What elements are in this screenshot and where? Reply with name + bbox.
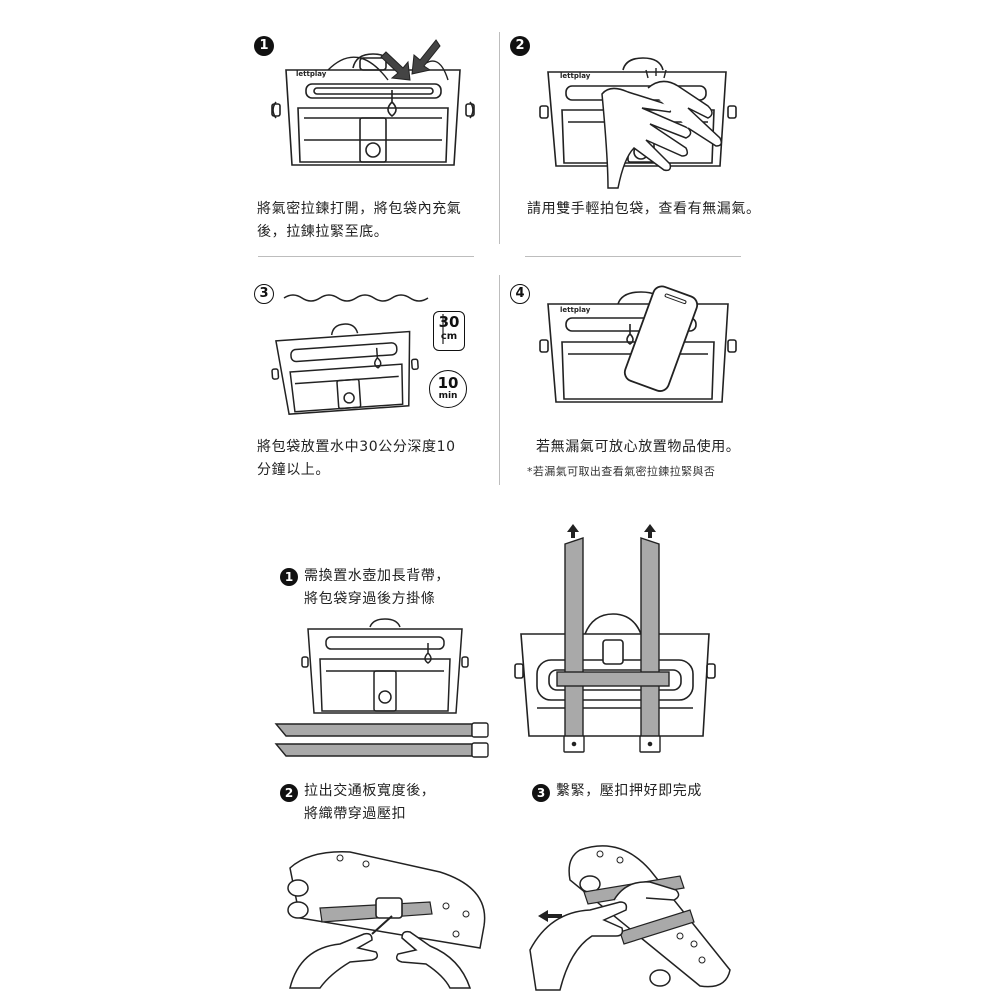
step-1-caption: 將氣密拉鍊打開，將包袋內充氣 後，拉鍊拉緊至底。 [257,198,487,244]
strap-step-3-caption-line-1: 繫緊，壓扣押好即完成 [556,783,702,799]
step-4-caption-line-1: 若無漏氣可放心放置物品使用。 [536,439,741,455]
divider-right-horizontal [525,256,741,257]
strap-step-2-caption-line-1: 拉出交通板寬度後， [304,783,436,799]
hand-icon [601,80,723,189]
bag-illustration-step-3 [271,323,419,415]
step-2-caption: 請用雙手輕拍包袋，查看有無漏氣。 [527,198,767,221]
buckle-icon [375,897,403,919]
step-4-note: *若漏氣可取出查看氣密拉鍊拉緊與否 [527,465,716,478]
strap-step-3-number: 3 [532,784,550,802]
step-2-number: 2 [510,36,530,56]
pull-up-arrow-icon [567,524,656,538]
hand-icon [529,881,680,991]
step-4-caption: 若無漏氣可放心放置物品使用。 [536,436,776,459]
water-wave-line [283,294,429,302]
bag-illustration-strap-1 [301,618,469,714]
arrow-left-icon [538,910,562,922]
strap-step-1-number: 1 [280,568,298,586]
phone-icon [623,285,699,392]
strap-step-2-caption: 拉出交通板寬度後， 將織帶穿過壓扣 [304,780,504,826]
step-1-caption-line-2: 後，拉鍊拉緊至底。 [257,224,389,240]
step-4-number: 4 [510,284,530,304]
step-2-caption-line-1: 請用雙手輕拍包袋，查看有無漏氣。 [527,201,761,217]
bag-brand-label: lettplay [560,72,591,80]
divider-left-horizontal [258,256,474,257]
bag-illustration-step-2: lettplay [539,57,737,189]
time-unit: min [438,391,458,401]
skateboard-tightened-illustration [529,845,731,991]
divider-top-vertical [499,32,500,244]
long-strap-pair-icon [274,722,489,758]
bag-illustration-step-4: lettplay [539,285,737,403]
depth-unit: cm [440,331,458,342]
bag-brand-label: lettplay [560,306,591,314]
depth-badge: 30 cm [433,311,465,351]
step-1-number: 1 [254,36,274,56]
step-3-caption-line-1: 將包袋放置水中30公分深度10 [257,439,456,455]
hand-icon [289,930,472,989]
divider-middle-vertical [499,275,500,485]
step-1-caption-line-1: 將氣密拉鍊打開，將包袋內充氣 [257,201,462,217]
bag-brand-label: lettplay [296,70,327,78]
skateboard-buckle-illustration [287,851,486,989]
bag-illustration-step-1: lettplay [271,39,475,166]
strap-step-2-caption-line-2: 將織帶穿過壓扣 [304,806,407,822]
bag-back-strap-illustration [514,524,716,753]
strap-step-1-caption: 需換置水壺加長背帶， 將包袋穿過後方掛條 [304,565,504,611]
step-3-caption-line-2: 分鐘以上。 [257,462,330,478]
depth-arrow-icon [442,314,444,344]
timer-badge: 10 min [429,370,467,408]
arrow-icon [371,915,393,935]
strap-step-3-caption: 繫緊，壓扣押好即完成 [556,780,756,803]
depth-value: 30 [438,313,460,331]
strap-step-1-caption-line-2: 將包袋穿過後方掛條 [304,591,436,607]
time-value: 10 [437,374,459,392]
step-3-caption: 將包袋放置水中30公分深度10 分鐘以上。 [257,436,487,482]
strap-step-2-number: 2 [280,784,298,802]
strap-step-1-caption-line-1: 需換置水壺加長背帶， [304,568,450,584]
step-3-number: 3 [254,284,274,304]
